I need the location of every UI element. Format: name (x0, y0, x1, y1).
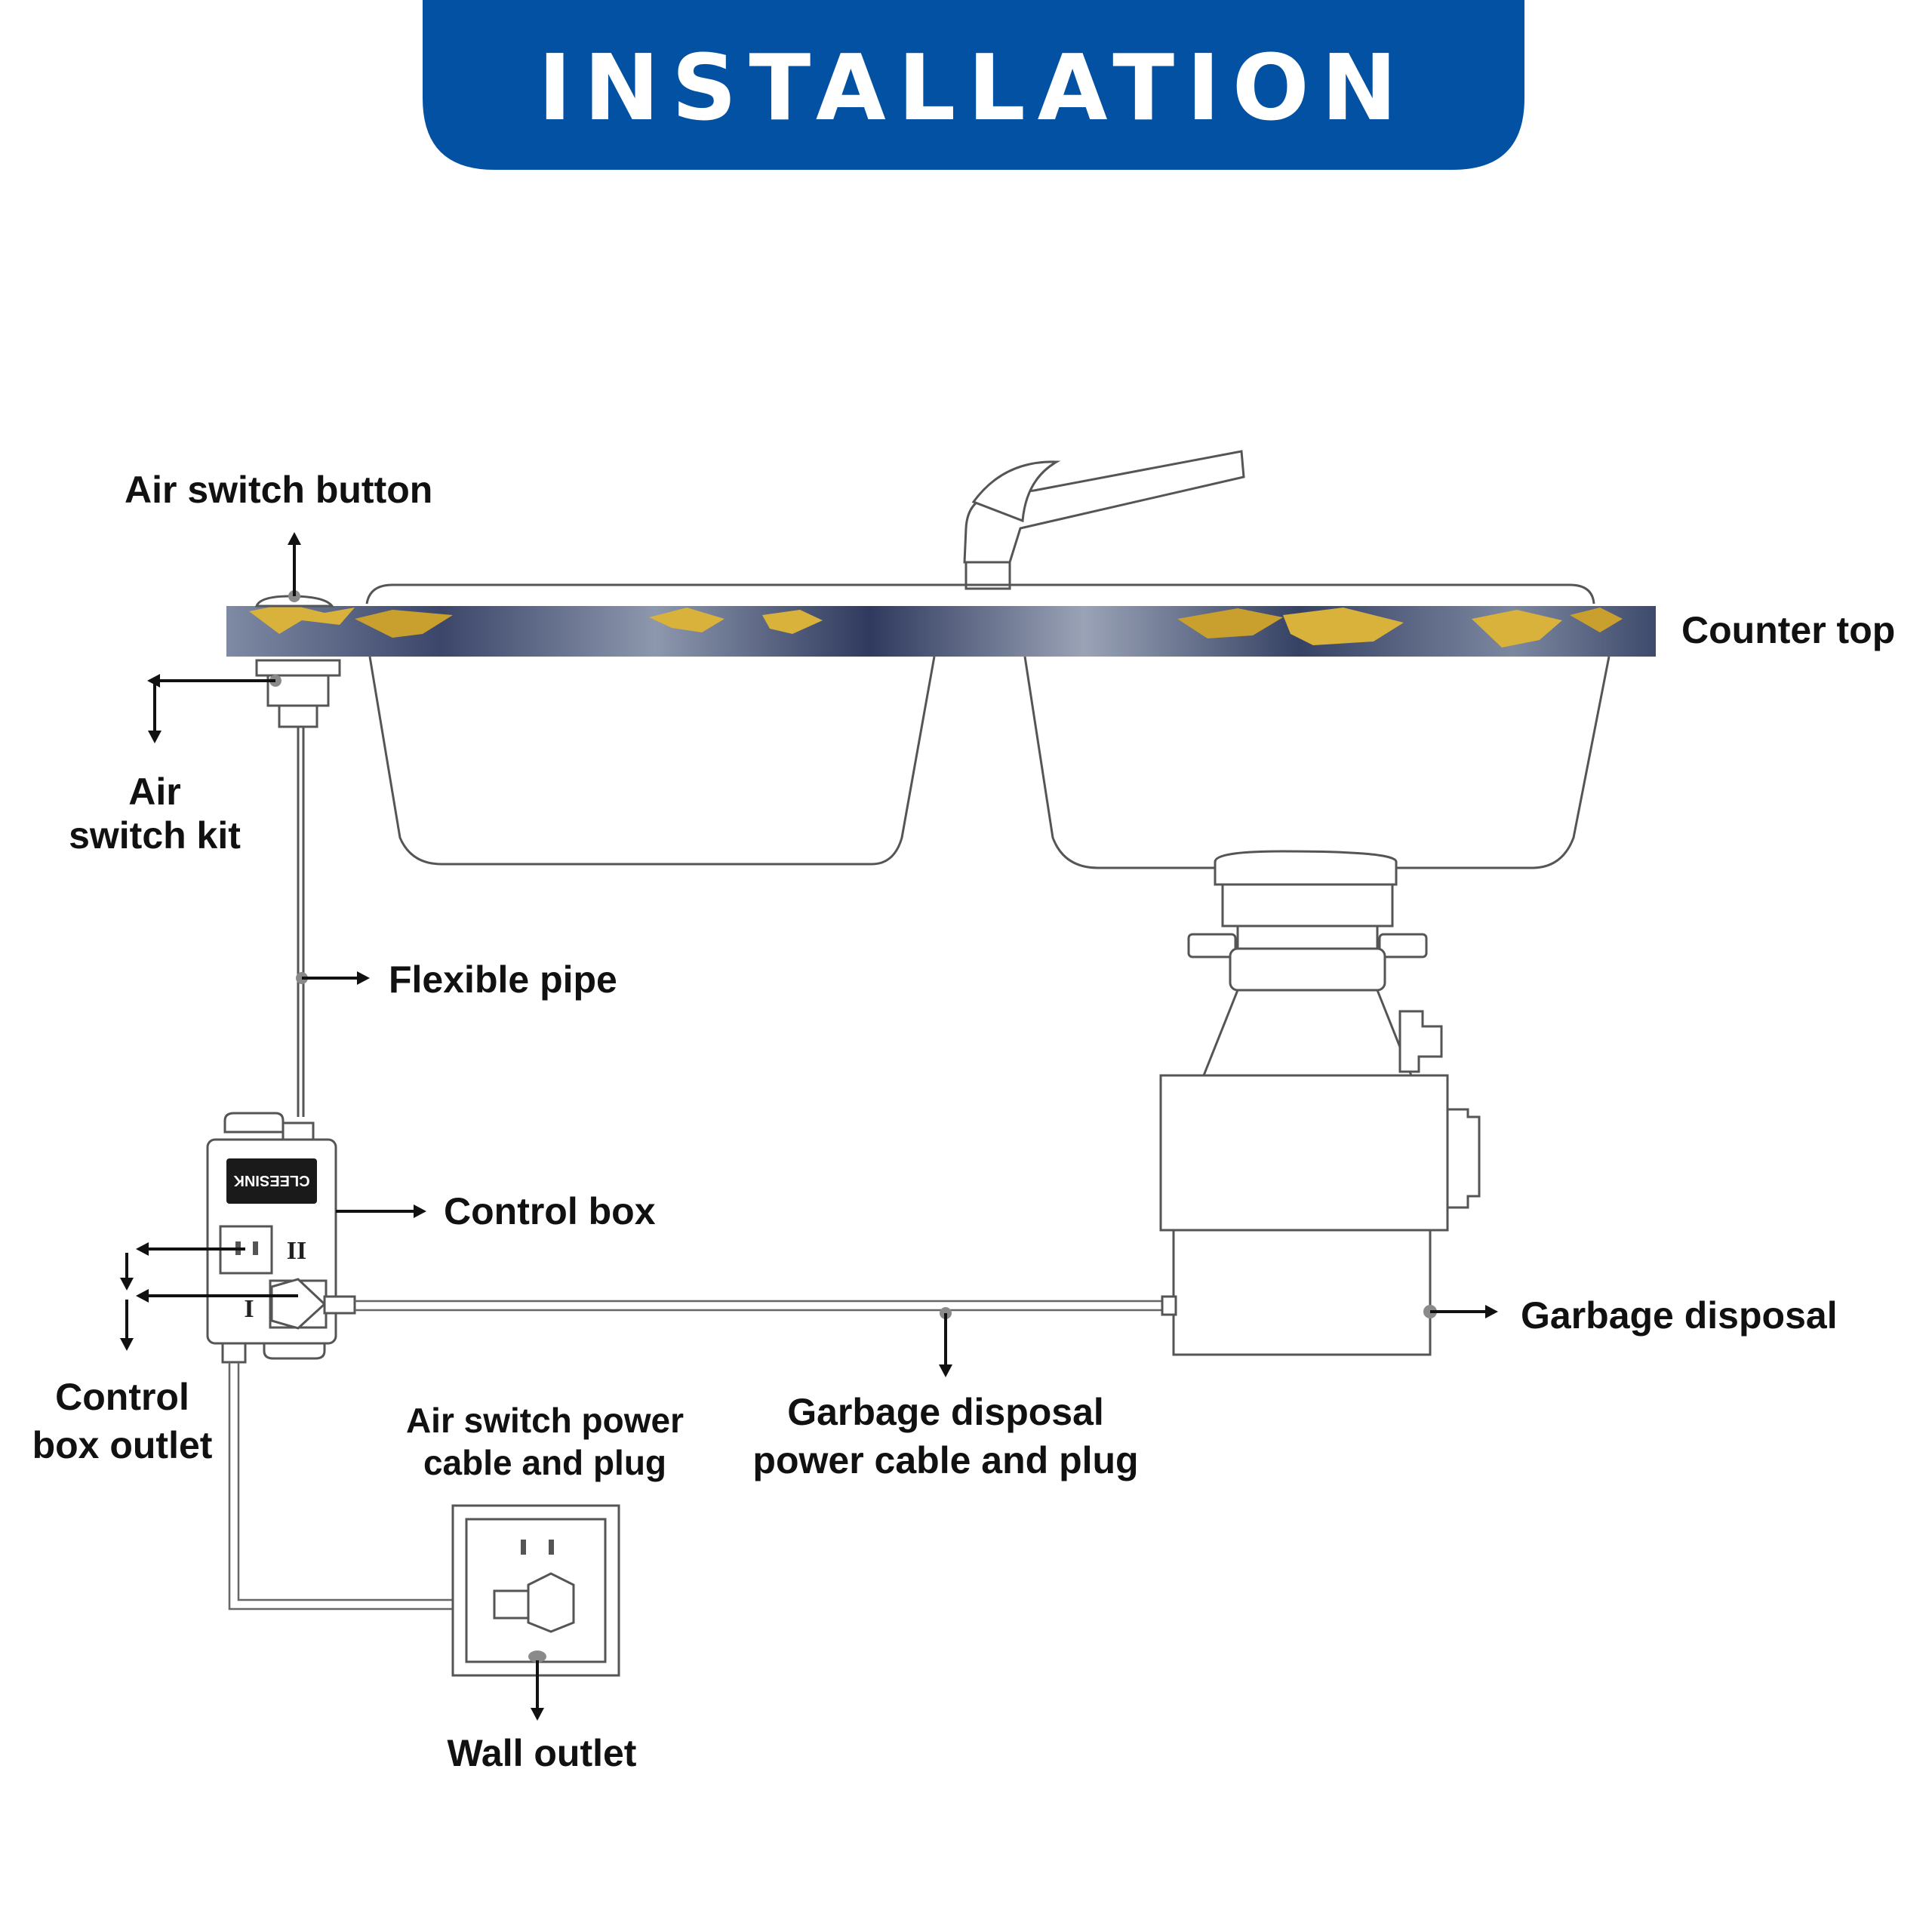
callout-control-box-outlet (120, 1242, 298, 1351)
callout-control-box (336, 1204, 426, 1218)
counter-top (226, 604, 1656, 657)
faucet (963, 450, 1245, 590)
outlet-i-label: I (244, 1295, 254, 1323)
label-garbage-disposal-power-1: Garbage disposal (787, 1391, 1104, 1433)
brand-plate (226, 1158, 317, 1204)
banner-shape (423, 0, 1524, 170)
title-banner: INSTALLATION (423, 0, 1524, 170)
label-garbage-disposal: Garbage disposal (1521, 1294, 1838, 1337)
label-air-switch-power-2: cable and plug (423, 1443, 666, 1482)
air-switch-kit (254, 595, 341, 1117)
label-wall-outlet: Wall outlet (448, 1732, 637, 1774)
banner-title: INSTALLATION (538, 36, 1409, 141)
label-garbage-disposal-power-2: power cable and plug (752, 1439, 1138, 1481)
countertop-slab (226, 606, 1656, 657)
callout-flexible-pipe (296, 971, 370, 985)
label-flexible-pipe: Flexible pipe (389, 958, 617, 1001)
label-counter-top: Counter top (1681, 609, 1895, 651)
callout-air-switch-kit (147, 674, 281, 743)
brand-label: CLEESINK (233, 1172, 310, 1189)
label-air-switch-kit-2: switch kit (69, 814, 241, 857)
callout-garbage-disposal (1423, 1305, 1498, 1318)
label-air-switch-button: Air switch button (125, 469, 432, 511)
control-box: CLEESINK II I (206, 1112, 356, 1364)
label-air-switch-power-1: Air switch power (406, 1401, 684, 1440)
sink-basins (365, 583, 1611, 869)
label-air-switch-kit-1: Air (128, 771, 180, 813)
callout-garbage-disposal-power (939, 1307, 952, 1377)
wall-outlet (451, 1504, 620, 1677)
disposal-base (1172, 1229, 1432, 1356)
label-control-box-outlet-2: box outlet (32, 1424, 213, 1466)
garbage-disposal (1159, 850, 1481, 1356)
callout-wall-outlet (531, 1660, 544, 1721)
disposal-motor (1159, 1074, 1449, 1232)
outlet-ii-label: II (287, 1237, 306, 1265)
callout-air-switch-button (288, 532, 301, 602)
cables (228, 1300, 1174, 1611)
label-control-box: Control box (444, 1190, 656, 1232)
label-control-box-outlet-1: Control (55, 1376, 189, 1418)
